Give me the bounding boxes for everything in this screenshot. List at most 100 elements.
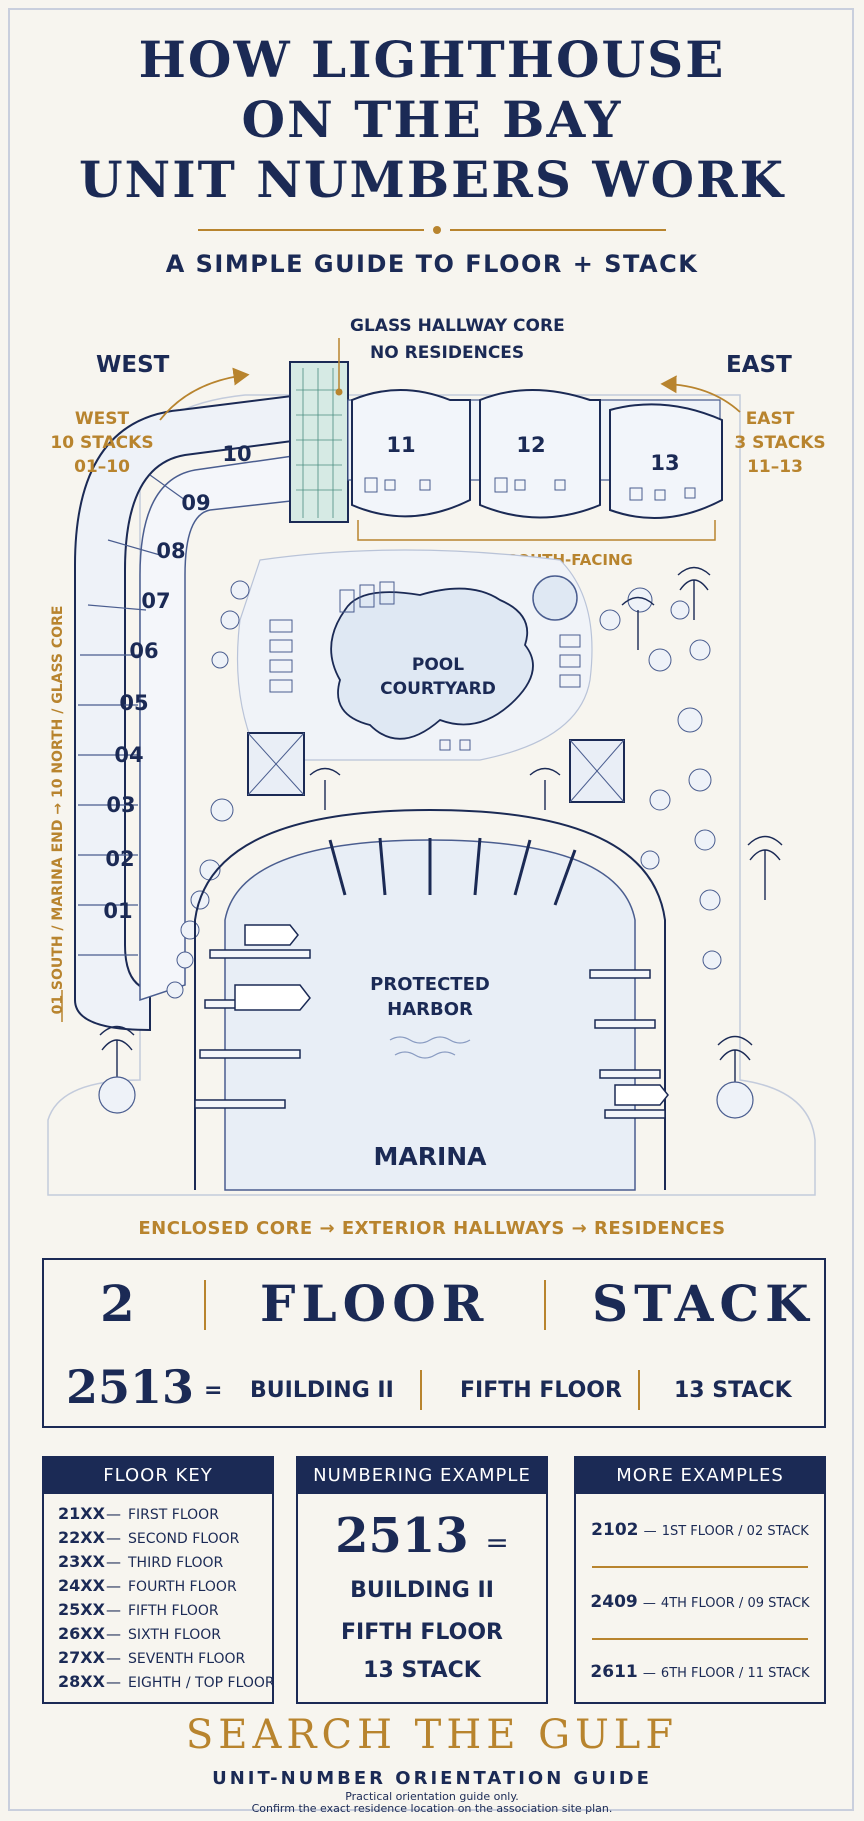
spa-tub xyxy=(532,575,578,621)
palm-planter-west xyxy=(98,1076,136,1114)
page-title: HOW LIGHTHOUSE ON THE BAY UNIT NUMBERS W… xyxy=(0,30,864,210)
palm-planter-east xyxy=(716,1081,754,1119)
disclaimer-line-1: Practical orientation guide only. xyxy=(345,1790,519,1803)
decoder-example-number: 2513 xyxy=(66,1360,195,1414)
pool-loungers xyxy=(269,581,581,751)
stack-label-03: 03 xyxy=(106,793,135,817)
decoder-building-digit: 2 xyxy=(100,1274,141,1333)
unit-number-decoder: 2 FLOOR STACK 2513 = BUILDING II FIFTH F… xyxy=(42,1258,826,1428)
decoder-divider-3 xyxy=(420,1370,422,1410)
east-direction-label: EAST xyxy=(726,352,792,378)
example-row: 2611 — 6TH FLOOR / 11 STACK xyxy=(590,1662,810,1682)
flow-part-core: ENCLOSED CORE xyxy=(138,1218,313,1239)
boats xyxy=(234,924,669,1106)
stack-label-08: 08 xyxy=(156,539,185,563)
stack-label-05: 05 xyxy=(119,691,148,715)
page-frame xyxy=(8,8,854,1811)
water-ripples xyxy=(389,1036,471,1059)
west-note-line-1: WEST xyxy=(75,409,130,429)
flow-part-hallways: EXTERIOR HALLWAYS xyxy=(341,1218,565,1239)
stack-label-07: 07 xyxy=(141,589,170,613)
decoder-divider-2 xyxy=(544,1280,546,1330)
numbering-example-building: BUILDING II xyxy=(350,1578,494,1603)
core-callout-dot xyxy=(335,388,343,396)
floor-key-row: 25XX—FIFTH FLOOR xyxy=(58,1600,219,1619)
harbor-label: PROTECTED HARBOR xyxy=(370,974,490,1020)
flow-arrow-2: → xyxy=(571,1218,588,1239)
floor-key-row: 24XX—FOURTH FLOOR xyxy=(58,1576,237,1595)
east-note-line-3: 11–13 xyxy=(747,457,803,477)
floor-key-panel: FLOOR KEY 21XX—FIRST FLOOR 22XX—SECOND F… xyxy=(42,1456,275,1704)
east-pod-13 xyxy=(609,403,723,519)
numbering-example-floor: FIFTH FLOOR xyxy=(341,1620,503,1645)
core-note: GLASS HALLWAY CORE NO RESIDENCES xyxy=(350,316,565,363)
page-subtitle: A SIMPLE GUIDE TO FLOOR + STACK xyxy=(165,250,699,278)
numbering-example-panel: NUMBERING EXAMPLE 2513 = BUILDING II FIF… xyxy=(296,1456,548,1704)
stack-label-09: 09 xyxy=(181,491,210,515)
stack-label-12: 12 xyxy=(516,433,545,457)
stack-label-11: 11 xyxy=(386,433,415,457)
title-line-3: UNIT NUMBERS WORK xyxy=(78,150,786,209)
title-line-1: HOW LIGHTHOUSE xyxy=(138,30,726,89)
floor-key-row: 23XX—THIRD FLOOR xyxy=(58,1552,224,1571)
stack-label-04: 04 xyxy=(114,743,143,767)
east-note: EAST 3 STACKS 11–13 xyxy=(734,409,825,477)
west-stack-numbers: 01 02 03 04 05 06 07 08 09 10 xyxy=(103,442,251,923)
east-note-line-1: EAST xyxy=(746,409,795,429)
floor-key-heading: FLOOR KEY xyxy=(44,1458,272,1494)
west-wing-outer xyxy=(74,393,301,1032)
example-divider xyxy=(592,1566,808,1568)
balcony-furniture xyxy=(364,477,696,501)
decoder-stack: 13 STACK xyxy=(674,1378,792,1403)
south-facing-bracket xyxy=(357,520,716,541)
west-stack-dividers xyxy=(78,474,186,956)
flow-part-residences: RESIDENCES xyxy=(594,1218,726,1239)
stack-label-10: 10 xyxy=(222,442,251,466)
palm-trees xyxy=(99,566,783,1095)
marina-label: MARINA xyxy=(373,1142,487,1171)
numbering-example-stack: 13 STACK xyxy=(363,1658,481,1683)
east-note-line-2: 3 STACKS xyxy=(734,433,825,453)
harbor-breakwater xyxy=(194,808,666,1190)
east-stack-numbers: 11 12 13 xyxy=(386,433,679,475)
example-row: 2409 — 4TH FLOOR / 09 STACK xyxy=(590,1592,810,1612)
title-rule-left xyxy=(198,229,424,231)
numbering-example-heading: NUMBERING EXAMPLE xyxy=(298,1458,546,1494)
example-row: 2102 — 1ST FLOOR / 02 STACK xyxy=(591,1520,809,1540)
decoder-divider-1 xyxy=(204,1280,206,1330)
title-rule-right xyxy=(450,229,666,231)
decoder-divider-4 xyxy=(638,1370,640,1410)
core-note-line-1: GLASS HALLWAY CORE xyxy=(350,316,565,336)
stack-label-13: 13 xyxy=(650,451,679,475)
glass-core-grid xyxy=(296,368,342,518)
decoder-floor: FIFTH FLOOR xyxy=(460,1378,622,1403)
west-note: WEST 10 STACKS 01–10 xyxy=(50,409,153,477)
pool-label-line-1: POOL xyxy=(412,655,464,675)
west-arrow xyxy=(159,367,250,421)
more-examples-panel: MORE EXAMPLES 2102 — 1ST FLOOR / 02 STAC… xyxy=(574,1456,826,1704)
decoder-stack-heading: STACK xyxy=(592,1274,815,1333)
core-note-line-2: NO RESIDENCES xyxy=(370,343,524,363)
west-note-line-3: 01–10 xyxy=(74,457,130,477)
site-plan-diagram: 01 02 03 04 05 06 07 08 09 10 11 12 13 xyxy=(47,316,826,1196)
west-note-line-2: 10 STACKS xyxy=(50,433,153,453)
circulation-flow-note: ENCLOSED CORE → EXTERIOR HALLWAYS → RESI… xyxy=(0,1218,864,1239)
west-direction-label: WEST xyxy=(96,352,170,378)
east-arrow xyxy=(660,375,741,413)
floor-key-row: 27XX—SEVENTH FLOOR xyxy=(58,1648,246,1667)
title-line-2: ON THE BAY xyxy=(241,90,623,149)
disclaimer-line-2: Confirm the exact residence location on … xyxy=(251,1802,613,1815)
title-ornament-dot xyxy=(433,226,441,234)
flow-arrow-1: → xyxy=(319,1218,336,1239)
cabana-west xyxy=(247,732,305,796)
harbor-label-line-1: PROTECTED xyxy=(370,974,490,995)
decoder-building: BUILDING II xyxy=(250,1378,394,1403)
more-examples-heading: MORE EXAMPLES xyxy=(576,1458,824,1494)
example-divider xyxy=(592,1638,808,1640)
floor-key-row: 21XX—FIRST FLOOR xyxy=(58,1504,219,1523)
vertical-orientation-note: 01 SOUTH / MARINA END → 10 NORTH / GLASS… xyxy=(50,606,66,1015)
guide-subtitle: UNIT-NUMBER ORIENTATION GUIDE xyxy=(212,1768,652,1789)
floor-key-row: 22XX—SECOND FLOOR xyxy=(58,1528,240,1547)
decoder-floor-heading: FLOOR xyxy=(260,1274,490,1333)
pool xyxy=(330,587,534,740)
